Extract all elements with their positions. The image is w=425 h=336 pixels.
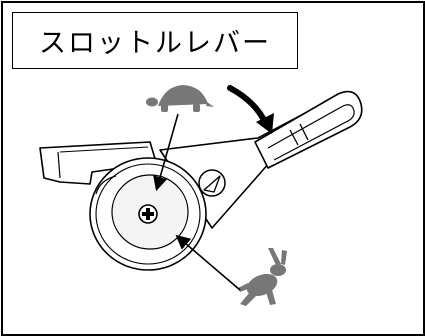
turtle-icon [146, 85, 214, 112]
slow-pointer [153, 113, 179, 192]
diagram-title: スロットルレバー [39, 28, 271, 59]
rabbit-icon [238, 248, 287, 306]
screw-icon [138, 204, 158, 224]
title-box: スロットルレバー [12, 12, 298, 69]
lever-tab [39, 141, 157, 185]
arrow-head [256, 113, 274, 134]
curved-arrow-icon [227, 85, 269, 127]
fast-pointer [175, 234, 241, 291]
direction-marker-icon [198, 169, 226, 197]
